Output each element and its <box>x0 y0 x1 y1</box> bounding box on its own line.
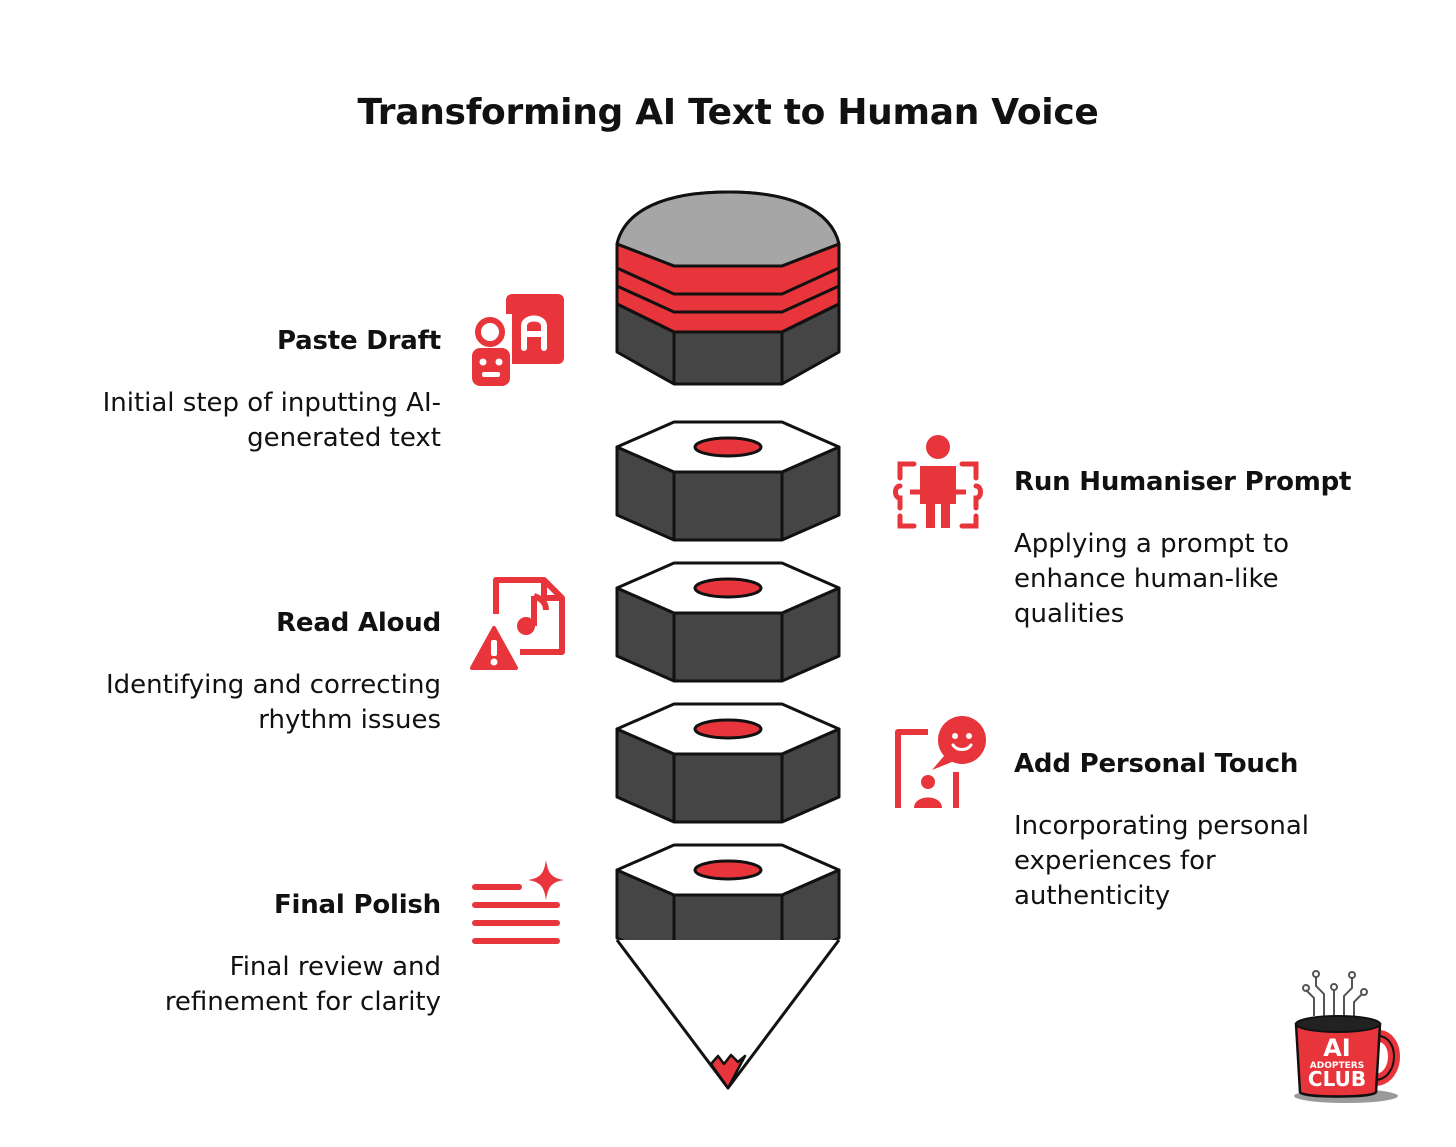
personal-chat-icon <box>895 716 986 808</box>
description-line: Final review and <box>229 952 441 982</box>
audio-file-warning-icon <box>470 577 565 670</box>
text-sparkle-icon <box>472 860 564 944</box>
description-line: enhance human-like <box>1014 564 1279 594</box>
robot-text-icon <box>468 294 564 388</box>
nut-hole <box>693 859 763 881</box>
step-title: Run Humaniser Prompt <box>1014 467 1352 497</box>
nut-hole <box>693 436 763 458</box>
nut-hole <box>693 577 763 599</box>
step-run-humaniser-prompt: Run Humaniser Prompt Applying a prompt t… <box>1014 467 1434 632</box>
description-line: Applying a prompt to <box>1014 529 1289 559</box>
ai-adopters-club-logo: AI ADOPTERS CLUB <box>1294 970 1400 1103</box>
step-final-polish: Final Polish Final review and refinement… <box>11 890 441 1020</box>
logo-text-club: CLUB <box>1308 1067 1366 1091</box>
description-line: Incorporating personal <box>1014 811 1310 841</box>
description-line: Identifying and correcting <box>105 670 441 700</box>
description-line: refinement for clarity <box>164 987 441 1017</box>
logo-text-adopters: ADOPTERS <box>1310 1061 1364 1071</box>
pencil-nut-segment <box>615 561 841 683</box>
step-title: Read Aloud <box>276 608 441 638</box>
humanoid-robot-icon <box>893 435 983 529</box>
step-add-personal-touch: Add Personal Touch Incorporating persona… <box>1014 749 1434 914</box>
step-title: Add Personal Touch <box>1014 749 1299 779</box>
pencil-tip <box>615 939 841 1090</box>
step-description: Incorporating personal experiences for a… <box>1014 809 1434 914</box>
description-line: authenticity <box>1014 881 1171 911</box>
page-title: Transforming AI Text to Human Voice <box>357 92 1099 133</box>
description-line: rhythm issues <box>258 705 441 735</box>
step-description: Applying a prompt to enhance human-like … <box>1014 527 1434 632</box>
description-line: Initial step of inputting AI- <box>102 388 441 418</box>
description-line: experiences for <box>1014 846 1216 876</box>
step-description: Final review and refinement for clarity <box>11 950 441 1020</box>
step-description: Identifying and correcting rhythm issues <box>11 668 441 738</box>
description-line: qualities <box>1014 599 1125 629</box>
circuit-steam-icon <box>1302 970 1368 1016</box>
pencil-eraser-cap <box>615 190 841 386</box>
pencil-nut-segment <box>615 420 841 542</box>
nut-hole <box>693 718 763 740</box>
step-read-aloud: Read Aloud Identifying and correcting rh… <box>11 608 441 738</box>
description-line: generated text <box>247 423 441 453</box>
step-description: Initial step of inputting AI- generated … <box>11 386 441 456</box>
pencil-nut-segment <box>615 702 841 824</box>
step-title: Final Polish <box>273 890 441 920</box>
step-paste-draft: Paste Draft Initial step of inputting AI… <box>11 326 442 456</box>
logo-text-ai: AI <box>1323 1034 1351 1062</box>
step-title: Paste Draft <box>277 326 441 356</box>
